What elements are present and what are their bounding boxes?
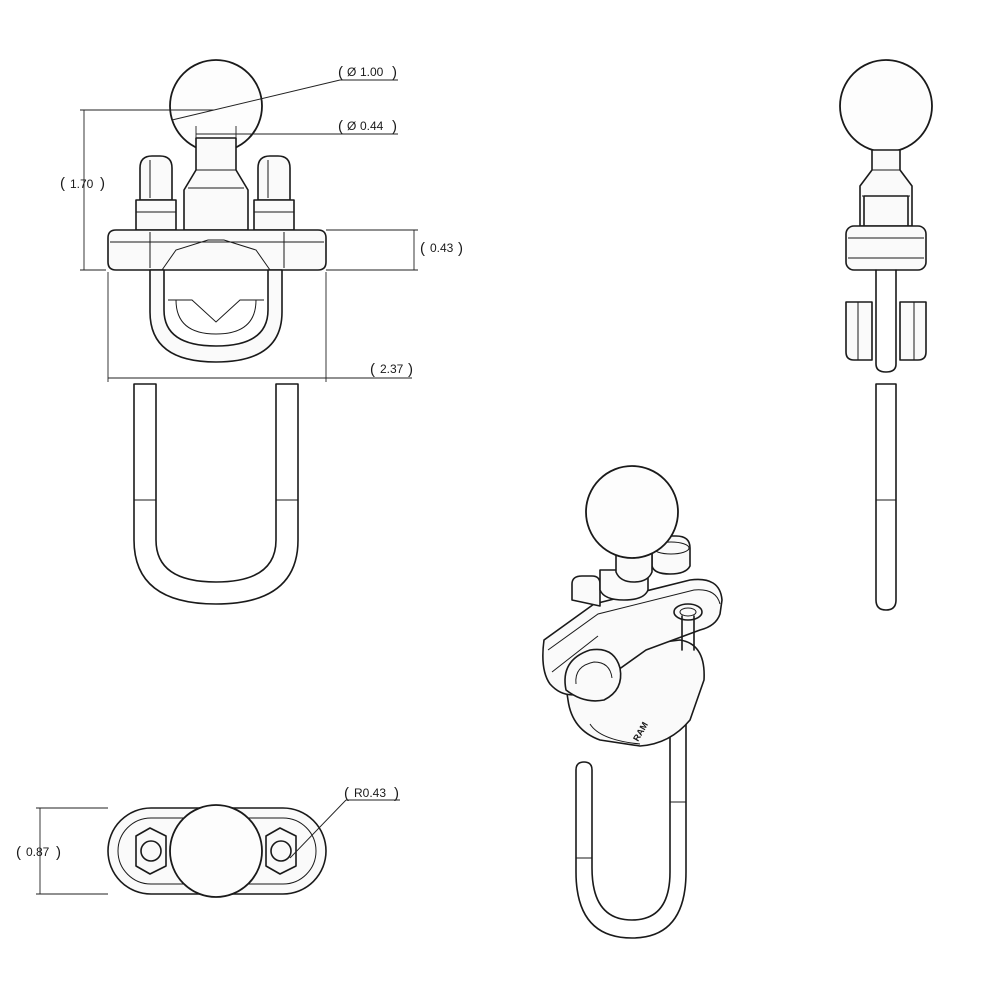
iso-ball: [585, 465, 679, 559]
thickness-open-paren: (: [420, 240, 425, 257]
left-stud: [135, 155, 177, 231]
depth-label: 0.87: [26, 845, 50, 859]
front-view: [80, 59, 418, 605]
top-view: [36, 799, 400, 898]
thickness-close-paren: ): [458, 240, 463, 257]
width-open-paren: (: [370, 361, 375, 378]
ball-dia-close-paren: ): [392, 64, 397, 81]
height-label: 1.70: [70, 177, 94, 191]
thickness-label: 0.43: [430, 241, 454, 255]
depth-open-paren: (: [16, 844, 21, 861]
neck-diameter-label: 0.44: [360, 119, 384, 133]
side-view: [839, 59, 933, 611]
iso-u-bolt: [575, 707, 687, 939]
side-rod: [875, 383, 897, 611]
neck-dia-open-paren: (: [338, 118, 343, 135]
radius-open-paren: (: [344, 785, 349, 802]
radius-close-paren: ): [394, 785, 399, 802]
height-close-paren: ): [100, 175, 105, 192]
isometric-view: RAM: [542, 465, 723, 939]
u-bolt: [133, 383, 299, 605]
side-ball: [839, 59, 933, 153]
side-plate: [845, 225, 927, 271]
ball-diameter-label: 1.00: [360, 65, 384, 79]
right-stud: [253, 155, 295, 231]
top-ball: [169, 804, 263, 898]
clamp-plate: [107, 229, 327, 271]
cradle: [149, 269, 283, 363]
ball-dia-open-paren: (: [338, 64, 343, 81]
radius-label: R0.43: [354, 786, 386, 800]
neck-dia-close-paren: ): [392, 118, 397, 135]
width-close-paren: ): [408, 361, 413, 378]
depth-close-paren: ): [56, 844, 61, 861]
height-open-paren: (: [60, 175, 65, 192]
ball-neck: [183, 137, 249, 231]
ball-dia-symbol: Ø: [347, 65, 356, 79]
width-label: 2.37: [380, 362, 404, 376]
neck-dia-symbol: Ø: [347, 119, 356, 133]
